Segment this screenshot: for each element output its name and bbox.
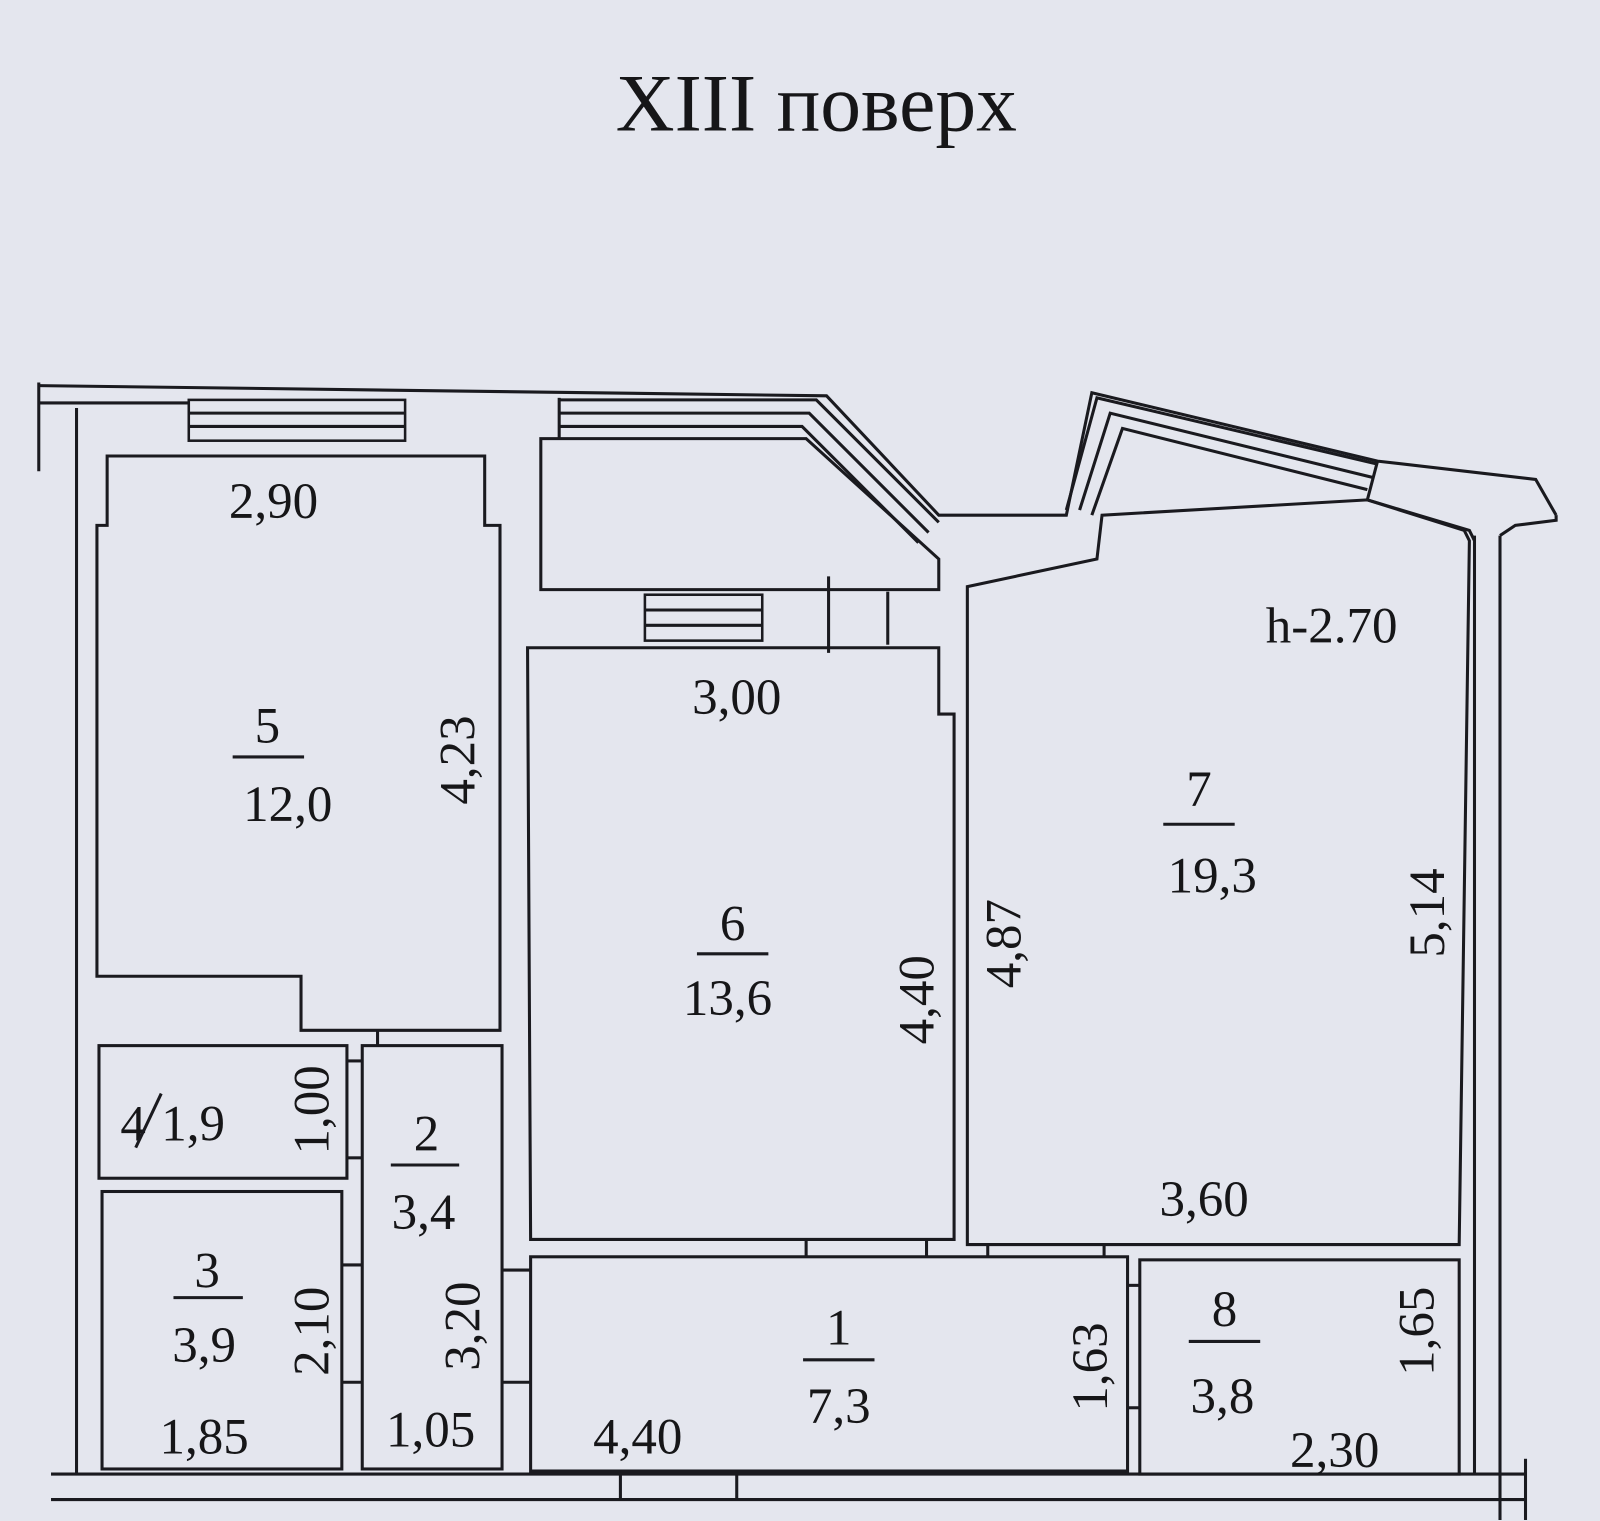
svg-text:5: 5 xyxy=(255,699,281,755)
room-5-label: 5 12,0 xyxy=(232,699,332,833)
svg-text:4,40: 4,40 xyxy=(890,955,946,1044)
room-8-label: 8 3,8 xyxy=(1188,1282,1261,1425)
dimension-labels: 2,90 3,00 3,60 1,85 1,05 4,40 2,30 4,23 … xyxy=(159,474,1455,1479)
room-3-label: 3 3,9 xyxy=(172,1243,243,1374)
svg-text:7,3: 7,3 xyxy=(807,1379,871,1435)
svg-text:3,60: 3,60 xyxy=(1159,1172,1248,1228)
window-balcony xyxy=(557,397,940,544)
outer-walls xyxy=(37,382,1558,1520)
room-4-label: 4 1,9 xyxy=(120,1092,225,1153)
window-room7 xyxy=(1064,396,1476,542)
svg-text:2,90: 2,90 xyxy=(229,474,318,530)
svg-text:4,87: 4,87 xyxy=(976,899,1032,988)
window-room6 xyxy=(643,576,890,653)
svg-text:1: 1 xyxy=(826,1301,852,1357)
svg-text:1,00: 1,00 xyxy=(285,1065,341,1154)
svg-text:2: 2 xyxy=(414,1107,440,1163)
svg-text:1,65: 1,65 xyxy=(1390,1287,1446,1376)
room-6-label: 6 13,6 xyxy=(683,897,772,1027)
floor-title: XIII поверх xyxy=(616,58,1017,149)
door-marks xyxy=(341,1030,1140,1500)
balcony xyxy=(539,437,941,592)
room-2-label: 2 3,4 xyxy=(390,1107,460,1241)
svg-text:2,30: 2,30 xyxy=(1290,1423,1379,1479)
svg-text:1,63: 1,63 xyxy=(1063,1322,1119,1411)
svg-text:3,20: 3,20 xyxy=(436,1282,492,1371)
room-2-outline xyxy=(360,1044,504,1471)
room-8-outline xyxy=(1138,1258,1461,1476)
svg-text:5,14: 5,14 xyxy=(1400,868,1456,957)
room-7-label: 7 19,3 xyxy=(1163,762,1257,905)
svg-text:1,9: 1,9 xyxy=(161,1097,225,1153)
room-1-label: 1 7,3 xyxy=(803,1301,875,1435)
svg-text:1,05: 1,05 xyxy=(386,1403,475,1459)
room-3-outline xyxy=(100,1189,344,1471)
room-6-outline xyxy=(526,646,956,1241)
svg-text:3,4: 3,4 xyxy=(392,1185,456,1241)
window-room5 xyxy=(187,398,407,442)
svg-text:6: 6 xyxy=(720,897,746,953)
svg-text:13,6: 13,6 xyxy=(683,971,772,1027)
svg-text:4,40: 4,40 xyxy=(593,1410,682,1466)
svg-text:4,23: 4,23 xyxy=(430,715,486,804)
svg-text:3,8: 3,8 xyxy=(1191,1369,1255,1425)
svg-text:4: 4 xyxy=(120,1097,146,1153)
svg-text:12,0: 12,0 xyxy=(243,777,332,833)
svg-text:7: 7 xyxy=(1186,762,1212,818)
svg-text:3,00: 3,00 xyxy=(692,670,781,726)
svg-text:1,85: 1,85 xyxy=(159,1410,248,1466)
svg-text:3: 3 xyxy=(194,1243,220,1299)
room-4-outline xyxy=(97,1044,349,1180)
room-1-outline xyxy=(529,1255,1130,1473)
svg-text:8: 8 xyxy=(1212,1282,1238,1338)
svg-text:19,3: 19,3 xyxy=(1168,849,1257,905)
room-7-outline xyxy=(965,498,1471,1247)
svg-text:2,10: 2,10 xyxy=(285,1287,341,1376)
room-5-outline xyxy=(95,454,502,1032)
svg-text:3,9: 3,9 xyxy=(172,1318,236,1374)
ceiling-height: h-2.70 xyxy=(1266,599,1398,655)
